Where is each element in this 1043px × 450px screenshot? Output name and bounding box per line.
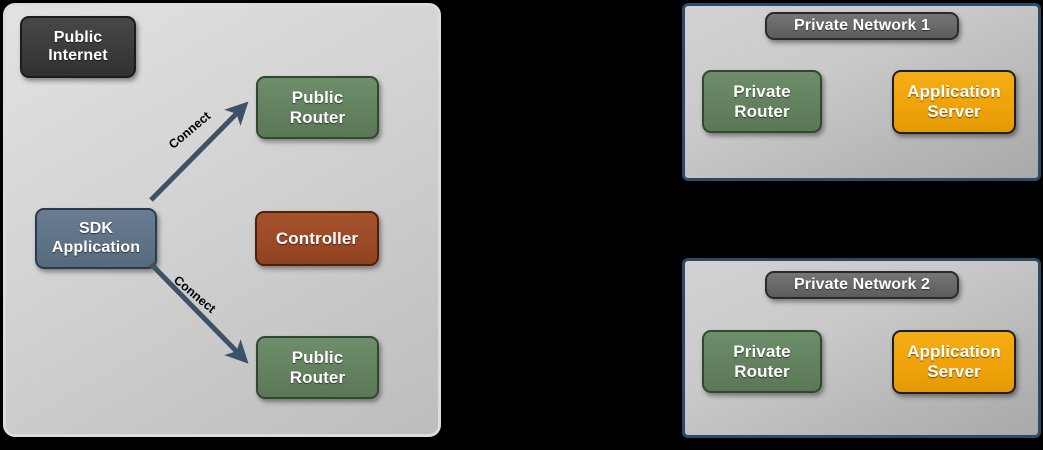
private-network-2-title-label: Private Network 2 — [794, 275, 930, 293]
private-router-1-node[interactable]: Private Router — [702, 70, 822, 133]
public-internet-title-badge: Public Internet — [20, 16, 136, 78]
private-network-1-title-badge: Private Network 1 — [765, 12, 959, 40]
private-router-1-label-line-2: Router — [734, 101, 790, 121]
public-router-top-node[interactable]: Public Router — [256, 76, 379, 139]
application-server-2-label-line-2: Server — [927, 362, 981, 381]
public-router-bottom-label-line-1: Public — [291, 347, 344, 367]
private-network-1-title-label: Private Network 1 — [794, 16, 930, 34]
private-router-2-label-line-2: Router — [734, 361, 790, 381]
sdk-application-label-line-1: SDK — [78, 220, 114, 238]
public-router-bottom-label-line-2: Router — [289, 367, 346, 387]
application-server-1-node[interactable]: Application Server — [892, 70, 1016, 134]
private-router-2-label-line-1: Private — [733, 341, 791, 361]
application-server-2-label-line-1: Application — [907, 342, 1001, 362]
public-router-bottom-node[interactable]: Public Router — [256, 336, 379, 399]
controller-node[interactable]: Controller — [255, 211, 379, 266]
public-internet-label-line-1: Public Internet — [48, 28, 108, 64]
public-router-top-label-line-1: Public — [291, 87, 344, 107]
public-router-top-label-line-2: Router — [289, 107, 346, 127]
controller-label: Controller — [275, 228, 359, 248]
application-server-1-label-line-1: Application — [907, 82, 1001, 102]
private-router-2-node[interactable]: Private Router — [702, 330, 822, 393]
application-server-1-label-line-2: Server — [927, 102, 981, 121]
application-server-2-node[interactable]: Application Server — [892, 330, 1016, 394]
public-internet-panel: Public Internet SDK Application Public R… — [3, 3, 441, 437]
sdk-application-node[interactable]: SDK Application — [35, 208, 157, 269]
private-router-1-label-line-1: Private — [733, 81, 791, 101]
private-network-2-title-badge: Private Network 2 — [765, 271, 959, 299]
sdk-application-label-line-2: Application — [51, 238, 141, 256]
